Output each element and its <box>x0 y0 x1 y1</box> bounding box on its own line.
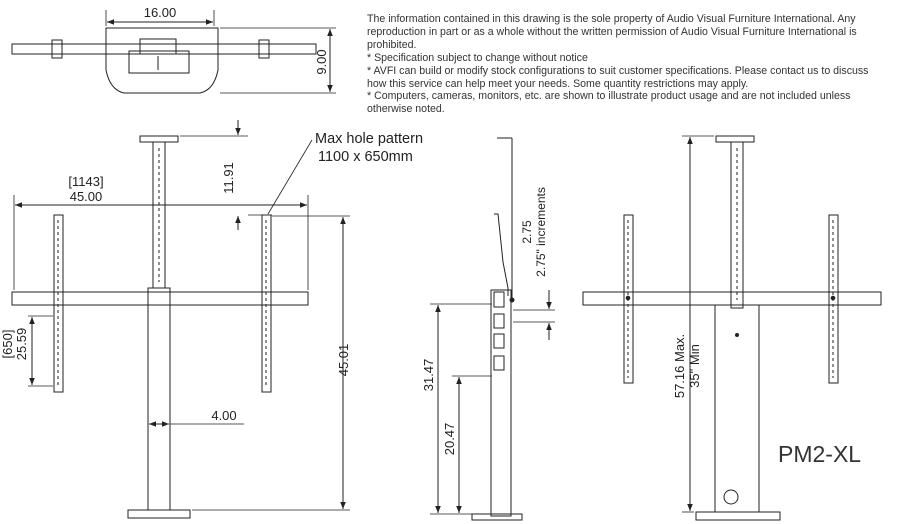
front-top-cap <box>139 135 179 143</box>
front-view <box>11 120 350 519</box>
rear-base-foot <box>695 511 781 521</box>
disclaimer-notes: The information contained in this drawin… <box>367 13 887 116</box>
side-column <box>490 289 512 517</box>
front-width-dim: 45.00 <box>70 189 103 204</box>
top-view-crossbar <box>11 43 317 55</box>
model-label: PM2-XL <box>778 441 861 467</box>
side-mount-arm <box>494 213 509 296</box>
front-post-width-dim: 4.00 <box>211 408 236 423</box>
top-width-dim: 16.00 <box>144 5 177 20</box>
rear-upper-column <box>730 141 744 309</box>
rear-view <box>582 135 882 521</box>
callout-leader <box>267 139 313 215</box>
max-hole-pattern-size: 1100 x 650mm <box>318 149 413 165</box>
side-lower-dim: 20.47 <box>442 423 457 456</box>
front-post <box>147 287 171 511</box>
front-base-foot <box>127 509 191 519</box>
top-view-right-clamp <box>258 39 270 59</box>
side-base-foot <box>471 513 523 521</box>
note-custom-configurations: * AVFI can build or modify stock configu… <box>367 64 869 90</box>
note-ownership: The information contained in this drawin… <box>367 13 857 51</box>
note-equipment-not-included: * Computers, cameras, monitors, etc. are… <box>367 90 851 116</box>
front-left-rail <box>53 214 64 393</box>
side-increment-label: 2.75" increments <box>534 187 548 277</box>
top-depth-dim: 9.00 <box>314 49 329 74</box>
front-height-dim: 45.01 <box>336 344 351 377</box>
rear-left-rail <box>623 214 634 384</box>
max-hole-pattern-label: Max hole pattern <box>315 131 423 147</box>
rear-right-rail <box>828 214 839 384</box>
front-top-offset-dim: 11.91 <box>221 162 236 194</box>
rear-max-height-label: 57.16 Max. <box>672 334 687 398</box>
rear-min-height-label: 35" Min <box>687 344 702 388</box>
side-increment-dim: 2.75 <box>520 220 534 244</box>
front-width-metric: [1143] <box>68 174 103 189</box>
top-view-mount-plate <box>128 50 190 74</box>
rear-top-cap <box>715 135 755 143</box>
rear-cable-port <box>723 489 739 505</box>
front-crossbar <box>11 291 309 306</box>
side-upper-dim: 31.47 <box>421 359 436 392</box>
front-rail-dim: 25.59 <box>14 328 29 361</box>
top-view <box>11 10 336 94</box>
front-rail-metric: [650] <box>0 330 15 359</box>
note-specification: * Specification subject to change withou… <box>367 51 588 64</box>
side-view <box>430 137 555 521</box>
top-view-base-plate <box>105 27 219 94</box>
top-view-left-clamp <box>51 39 63 59</box>
